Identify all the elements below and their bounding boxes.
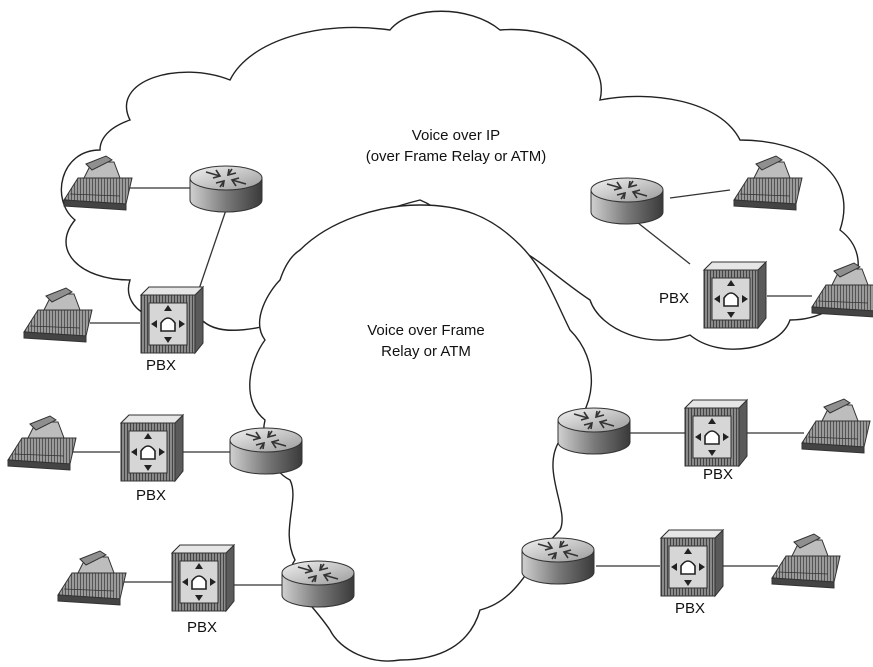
router-top-left [189, 165, 263, 213]
router-top-right [590, 177, 664, 225]
voip-cloud-label-line1: Voice over IP [412, 127, 500, 144]
voice-over-frame-relay-cloud [249, 204, 592, 662]
voice-over-ip-cloud [60, 10, 859, 350]
phone-bottom-right [771, 533, 841, 589]
pbx-label-top-right: PBX [659, 290, 689, 307]
pbx-bottom-right [660, 529, 724, 597]
pbx-label-mid-right: PBX [703, 466, 733, 483]
phone-top-left-b [23, 287, 93, 343]
pbx-mid-right [684, 399, 748, 467]
router-mid-right [557, 407, 631, 455]
pbx-bottom-left [171, 544, 235, 612]
pbx-label-bottom-right: PBX [675, 600, 705, 617]
vofr-cloud-label-line1: Voice over Frame [367, 322, 485, 339]
phone-bottom-left [57, 550, 127, 606]
pbx-top-right [703, 261, 767, 329]
pbx-label-top-left: PBX [146, 357, 176, 374]
phone-mid-left [7, 415, 77, 471]
pbx-label-bottom-left: PBX [187, 619, 217, 636]
router-bottom-left [281, 560, 355, 608]
connections [64, 187, 812, 586]
pbx-mid-left [120, 414, 184, 482]
pbx-top-left [140, 286, 204, 354]
phone-mid-right [801, 398, 871, 454]
voip-cloud-label-line2: (over Frame Relay or ATM) [366, 148, 547, 165]
pbx-label-mid-left: PBX [136, 487, 166, 504]
router-mid-left [229, 427, 303, 475]
vofr-cloud-label-line2: Relay or ATM [381, 343, 471, 360]
router-bottom-right [521, 537, 595, 585]
